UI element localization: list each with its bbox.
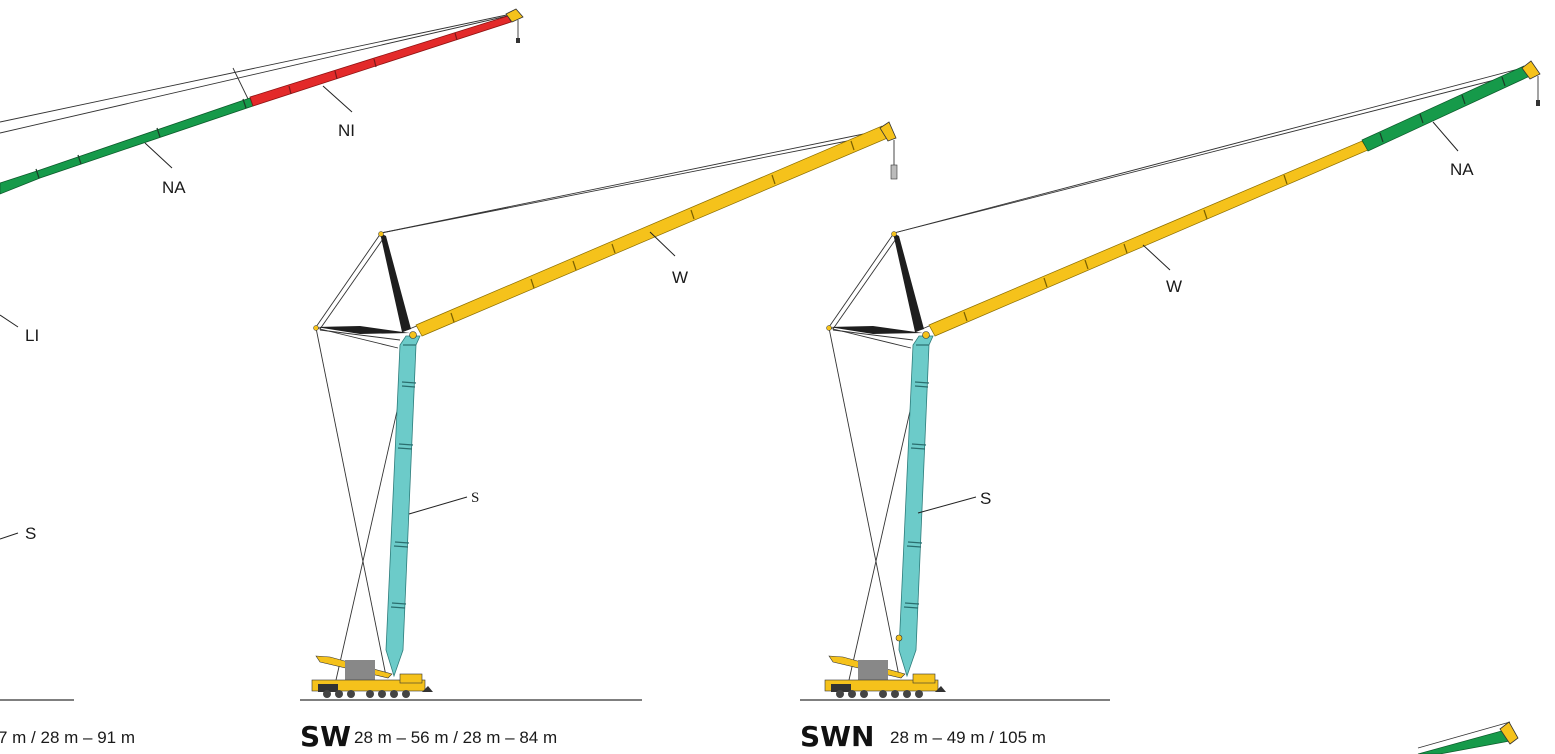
caption-code-sw: SW bbox=[300, 720, 351, 753]
config-swn: NA W S SWN 28 m – 49 m / 105 m bbox=[800, 60, 1541, 753]
caption-range-left: 7 m / 28 m – 91 m bbox=[0, 728, 135, 747]
back-mast-swn bbox=[829, 326, 923, 334]
config-left-partial: NI NA LI S 7 m / 28 m – 91 m bbox=[0, 8, 524, 747]
luffing-jib-sw bbox=[415, 125, 891, 337]
fixed-jib-ni-left bbox=[249, 15, 512, 107]
config-sw: W S SW 28 m – 56 m / 28 m – 84 m bbox=[300, 121, 898, 753]
caption-range-swn: 28 m – 49 m / 105 m bbox=[890, 728, 1046, 747]
label-li-left: LI bbox=[25, 326, 39, 345]
label-ni-left: NI bbox=[338, 121, 355, 140]
front-mast-swn bbox=[893, 233, 924, 332]
caption-range-sw: 28 m – 56 m / 28 m – 84 m bbox=[354, 728, 557, 747]
label-s-swn: S bbox=[980, 489, 991, 508]
label-na-swn: NA bbox=[1450, 160, 1474, 179]
fixed-jib-na-partial bbox=[1417, 729, 1511, 754]
config-right-partial bbox=[1417, 721, 1519, 754]
fixed-jib-na-left bbox=[0, 97, 254, 195]
caption-code-swn: SWN bbox=[800, 720, 874, 753]
label-w-sw: W bbox=[672, 268, 688, 287]
label-w-swn: W bbox=[1166, 277, 1182, 296]
front-mast-sw bbox=[380, 233, 411, 332]
label-s-sw: S bbox=[471, 490, 479, 506]
luffing-jib-swn bbox=[928, 140, 1369, 337]
back-mast-sw bbox=[316, 326, 410, 334]
tower-boom-swn bbox=[898, 335, 934, 678]
label-na-left: NA bbox=[162, 178, 186, 197]
carrier-swn bbox=[824, 655, 946, 698]
tower-boom-sw bbox=[385, 335, 421, 678]
carrier-sw bbox=[311, 655, 433, 698]
label-s-left: S bbox=[25, 524, 36, 543]
fixed-jib-na-swn bbox=[1361, 65, 1531, 152]
